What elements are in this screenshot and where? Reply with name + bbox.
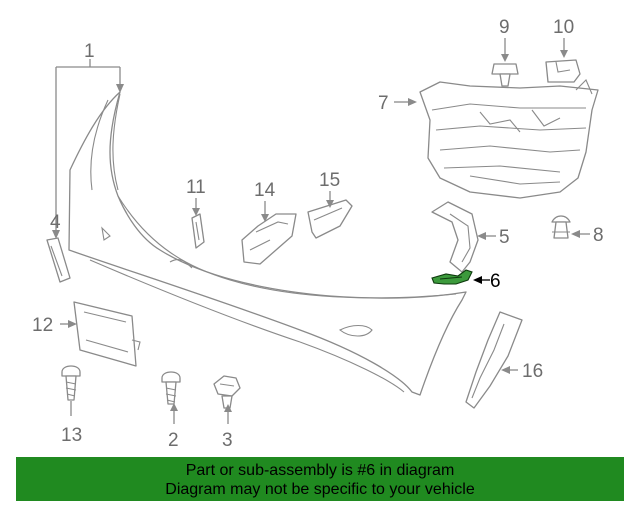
- callout-8: 8: [593, 225, 604, 246]
- clip-3-part[interactable]: [213, 375, 241, 409]
- screw-13-part[interactable]: [61, 365, 81, 401]
- callout-4: 4: [50, 212, 61, 233]
- corner-bracket-part[interactable]: [431, 201, 479, 273]
- highlighted-bracket-part[interactable]: [431, 269, 473, 285]
- bracket-small-part[interactable]: [191, 213, 205, 249]
- banner-line-disclaimer: Diagram may not be specific to your vehi…: [165, 481, 475, 498]
- bumper-cover-part[interactable]: [68, 91, 467, 396]
- side-marker-part[interactable]: [465, 311, 523, 409]
- callout-3: 3: [222, 430, 233, 451]
- callout-5: 5: [499, 227, 510, 248]
- callout-16: 16: [522, 361, 543, 382]
- screw-2-part[interactable]: [161, 371, 181, 405]
- grille-carrier-part[interactable]: [419, 79, 599, 199]
- reflector-left-part[interactable]: [46, 237, 71, 283]
- push-clip-part[interactable]: [551, 215, 571, 239]
- callout-1: 1: [84, 41, 95, 62]
- callout-6: 6: [490, 271, 501, 292]
- callout-14: 14: [254, 180, 276, 201]
- retainer-block-part[interactable]: [545, 59, 581, 83]
- callout-labels: 1 4 11 14 15 9 10 7 5 8 6 12 16 13 2 3: [32, 17, 604, 451]
- license-plate-bracket-part[interactable]: [73, 301, 141, 367]
- callout-13: 13: [61, 425, 82, 446]
- callout-12: 12: [32, 315, 53, 336]
- banner-line-part: Part or sub-assembly is #6 in diagram: [185, 462, 455, 479]
- exploded-parts-diagram: 1 4 11 14 15 9 10 7 5 8 6 12 16 13 2 3: [32, 17, 604, 451]
- callout-2: 2: [168, 430, 179, 451]
- clip-nut-part[interactable]: [491, 63, 519, 87]
- side-bracket-part[interactable]: [307, 199, 353, 239]
- part-info-banner: Part or sub-assembly is #6 in diagram Di…: [16, 457, 624, 501]
- mount-bracket-part[interactable]: [241, 213, 297, 265]
- callout-9: 9: [499, 17, 510, 38]
- leader-lines: [52, 38, 590, 424]
- callout-10: 10: [553, 17, 574, 38]
- callout-11: 11: [186, 177, 206, 198]
- callout-7: 7: [378, 93, 389, 114]
- callout-15: 15: [319, 170, 340, 191]
